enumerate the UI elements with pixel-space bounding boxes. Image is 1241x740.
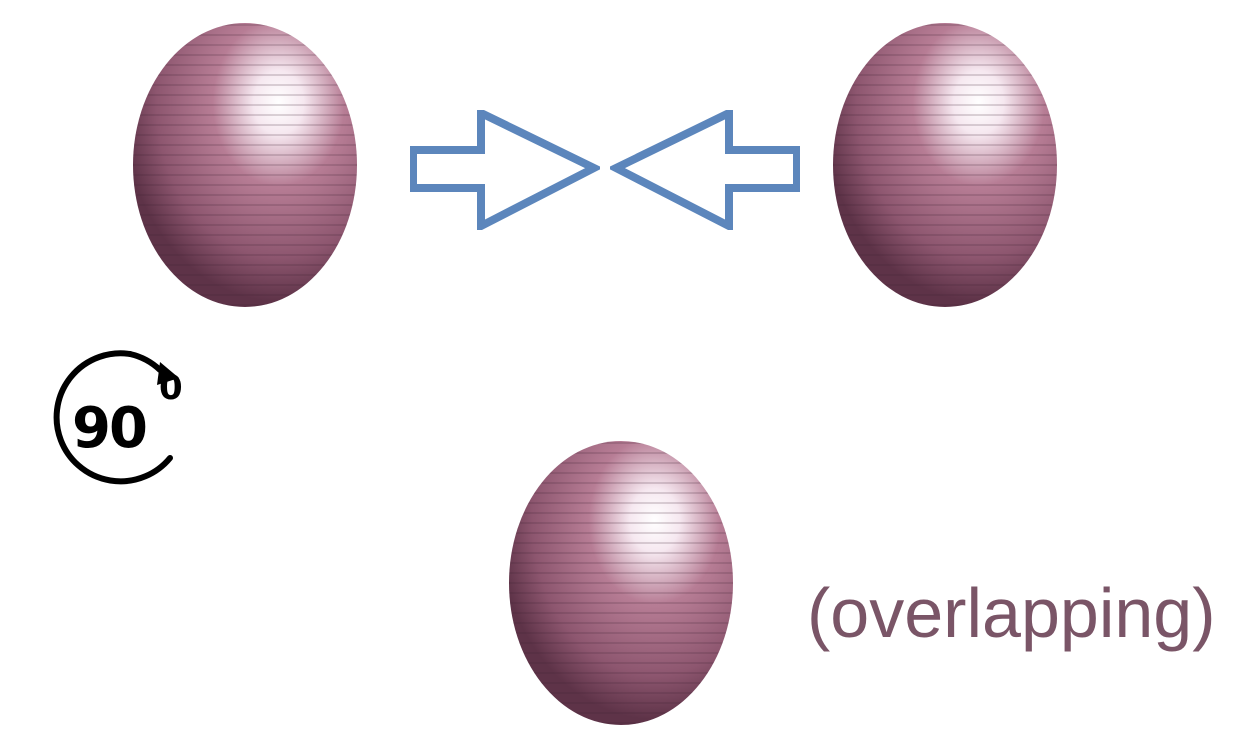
ellipsoid-top-right [833, 23, 1057, 307]
rotation-unit: 0 [159, 368, 183, 408]
ellipsoid-top-left [133, 23, 357, 307]
ellipsoid-bottom [509, 441, 733, 725]
overlapping-caption: (overlapping) [807, 574, 1216, 652]
rotate-clockwise-icon [53, 350, 179, 485]
left-arrow [610, 110, 800, 230]
right-arrow [410, 110, 600, 230]
rotation-value: 90 [72, 396, 148, 461]
